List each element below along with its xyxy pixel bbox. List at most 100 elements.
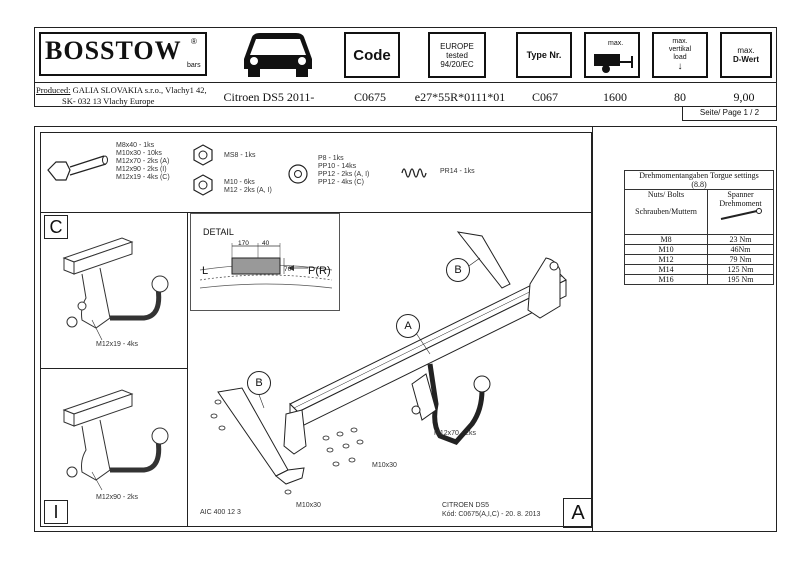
torque-col2-header: Spanner Drehmoment: [707, 189, 774, 235]
view-i-label: I: [44, 500, 68, 524]
drawing-divider-vertical: [592, 126, 593, 532]
washer-line: PP12 - 2ks (A, I): [318, 171, 370, 178]
spring-washer-icon: [401, 168, 427, 178]
nut-label: MS8 - 1ks: [224, 152, 256, 159]
nut-icon: [193, 174, 213, 196]
type-value: C067: [531, 89, 558, 104]
dwert-label: D-Wert: [732, 55, 760, 64]
torque-size: M12: [623, 254, 709, 265]
view-a-label: A: [563, 498, 593, 528]
code-value: C0675: [353, 89, 386, 104]
detail-dim-40: 40: [262, 240, 270, 247]
torque-value: 46Nm: [707, 244, 774, 255]
dwert-box: max. D-Wert: [720, 32, 772, 78]
produced-label: Produced:: [36, 85, 71, 95]
torque-wrench-icon: [720, 208, 762, 220]
view-i-drawing: [62, 389, 169, 491]
dwert-max: max.: [737, 46, 755, 55]
header-row-divider: [34, 82, 777, 83]
europe-directive: 94/20/EC: [440, 59, 474, 69]
dwert-value: 9,00: [733, 89, 755, 104]
torque-value: 23 Nm: [707, 234, 774, 245]
bolt-icon: [47, 155, 108, 181]
torque-value: 125 Nm: [707, 264, 774, 275]
left-row-divider: [40, 368, 187, 369]
brand-sub: bars: [187, 62, 201, 69]
view-c-bolt-label: M12x19 - 4ks: [96, 341, 139, 348]
bolt-line: M10x30 - 10ks: [116, 150, 162, 157]
europe-box: EUROPE tested 94/20/EC: [428, 32, 486, 78]
brand-logo: BOSSTOW ® bars: [39, 32, 207, 76]
type-label: Type Nr.: [526, 50, 562, 60]
torque-size: M8: [623, 234, 709, 245]
vertical-load-value: 80: [674, 89, 686, 104]
torque-size: M14: [623, 264, 709, 275]
produced-line2: SK- 032 13 Vlachy Europe: [62, 96, 155, 106]
detail-drawing: [199, 243, 333, 289]
type-label-box: Type Nr.: [516, 32, 572, 78]
bolt-line: M8x40 - 1ks: [116, 142, 155, 149]
bolt-line: M12x70 - 2ks (A): [116, 158, 170, 165]
callout-a: A: [396, 314, 420, 338]
detail-inset: [190, 213, 340, 311]
max-label: max.: [608, 40, 624, 47]
code-label-box: Code: [344, 32, 400, 78]
detail-title: DETAIL: [203, 227, 234, 237]
produced-line1: GALIA SLOVAKIA s.r.o., Vlachy1 42,: [72, 85, 207, 95]
torque-value: 79 Nm: [707, 254, 774, 265]
washer-line: PP12 - 4ks (C): [318, 179, 364, 186]
washer-line: PP10 - 14ks: [318, 163, 357, 170]
m10x30-label: M10x30: [372, 462, 397, 469]
nut-line: M10 - 6ks: [224, 179, 255, 186]
max-load-box: max.: [584, 32, 640, 78]
approval-value: e27*55R*0111*01: [414, 89, 506, 104]
max-load-value: 1600: [603, 89, 627, 104]
aic-number: AIC 400 12 3: [200, 509, 241, 516]
view-c-label: C: [44, 215, 68, 239]
main-assembly-drawing: [210, 231, 567, 495]
page-marker: Seite/ Page 1 / 2: [682, 107, 777, 121]
torque-table: Drehmomentangaben Torgue settings (8.8) …: [623, 170, 774, 285]
bolt-line: M12x19 - 4ks (C): [116, 174, 170, 181]
torque-col1-line: Nuts/ Bolts: [647, 190, 685, 199]
spring-label: PR14 - 1ks: [440, 168, 475, 175]
bolt-list: M8x40 - 1ks M10x30 - 10ks M12x70 - 2ks (…: [116, 142, 170, 182]
nut-icon: [193, 144, 213, 166]
left-column-divider: [187, 212, 188, 527]
detail-dim-70: 70: [284, 266, 292, 273]
registered-mark: ®: [191, 37, 197, 46]
torque-size: M16: [623, 274, 709, 285]
parts-divider: [40, 212, 592, 213]
code-label: Code: [353, 46, 391, 64]
car-icon: [238, 29, 318, 79]
europe-line: EUROPE: [440, 41, 474, 51]
torque-grade: (8.8): [691, 180, 707, 189]
washer-line: P8 - 1ks: [318, 155, 344, 162]
footer-vehicle: CITROEN DS5: [442, 502, 490, 509]
down-arrow-icon: ↓: [677, 61, 683, 72]
torque-col2-line: Drehmoment: [719, 199, 762, 208]
brand-name: BOSSTOW: [45, 36, 182, 65]
produced-block: Produced: GALIA SLOVAKIA s.r.o., Vlachy1…: [36, 85, 214, 107]
footer-code: Kód: C0675(A,I,C) - 20. 8. 2013: [442, 511, 541, 518]
torque-col1-header: Nuts/ Bolts Schrauben/Muttern: [623, 189, 709, 235]
vertical-load-box: max. vertikal load ↓: [652, 32, 708, 78]
view-c-drawing: [62, 237, 169, 341]
torque-title-cell: Drehmomentangaben Torgue settings (8.8): [624, 170, 774, 190]
torque-col2-line: Spanner: [727, 190, 754, 199]
vertical-load-line3: load: [673, 54, 687, 61]
washer-icon: [288, 164, 308, 184]
callout-b-left: B: [247, 371, 271, 395]
torque-col1-line: Schrauben/Muttern: [635, 207, 697, 216]
vehicle-value: Citroen DS5 2011-: [223, 89, 315, 104]
callout-b-right: B: [446, 258, 470, 282]
torque-title: Drehmomentangaben Torgue settings: [639, 171, 759, 180]
detail-left: L: [202, 265, 209, 277]
nut-list: M10 - 6ks M12 - 2ks (A, I): [224, 179, 272, 195]
detail-right: P(R): [308, 265, 331, 277]
